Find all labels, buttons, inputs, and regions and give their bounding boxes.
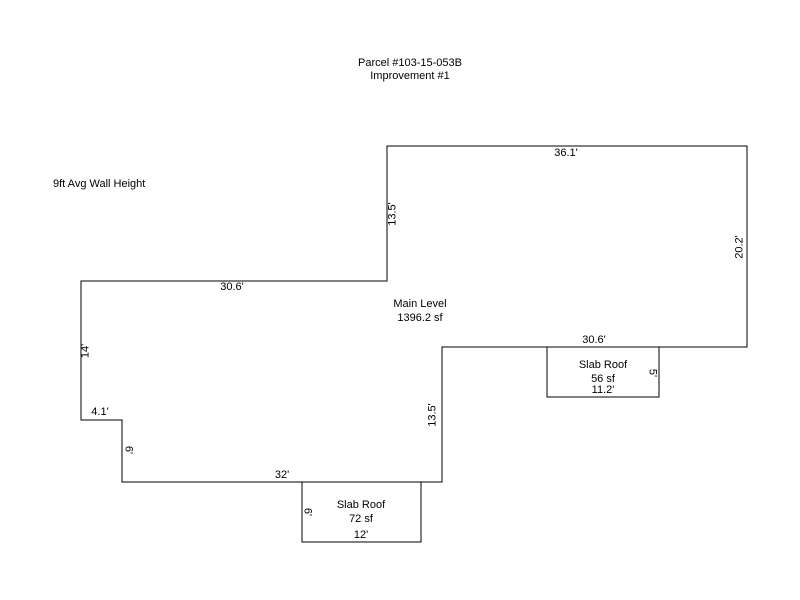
slab-roof-right-width: 11.2' xyxy=(591,384,615,396)
main-level-outline xyxy=(80,145,748,483)
dim-top-left: 30.6' xyxy=(220,281,244,293)
improvement-label: Improvement #1 xyxy=(370,70,450,82)
slab-roof-right-name: Slab Roof xyxy=(578,359,628,371)
slab-roof-right-depth: 5' xyxy=(646,368,659,378)
dim-right: 20.2' xyxy=(733,235,746,259)
slab-roof-bottom-area: 72 sf xyxy=(349,513,373,525)
slab-roof-bottom-outline xyxy=(301,481,422,543)
wall-height-note: 9ft Avg Wall Height xyxy=(53,178,146,190)
dim-inner-vertical-upper: 13.5' xyxy=(386,202,399,226)
dim-left: 14' xyxy=(79,343,92,359)
parcel-number: Parcel #103-15-053B xyxy=(358,57,462,69)
slab-roof-right-area: 56 sf xyxy=(591,373,615,385)
main-level-area: 1396.2 sf xyxy=(397,312,443,324)
dim-top-right: 36.1' xyxy=(554,147,578,159)
slab-roof-right-outline xyxy=(546,346,660,398)
dim-small-horizontal: 4.1' xyxy=(91,406,109,418)
main-level-name: Main Level xyxy=(393,298,447,310)
slab-roof-bottom-name: Slab Roof xyxy=(336,499,386,511)
dim-small-vertical: 6' xyxy=(122,445,135,455)
dim-bottom-right: 30.6' xyxy=(582,334,606,346)
dim-inner-vertical-lower: 13.5' xyxy=(426,403,439,427)
dim-bottom: 32' xyxy=(274,469,290,481)
slab-roof-bottom-depth: 6' xyxy=(301,507,314,517)
slab-roof-bottom-width: 12' xyxy=(353,529,369,541)
